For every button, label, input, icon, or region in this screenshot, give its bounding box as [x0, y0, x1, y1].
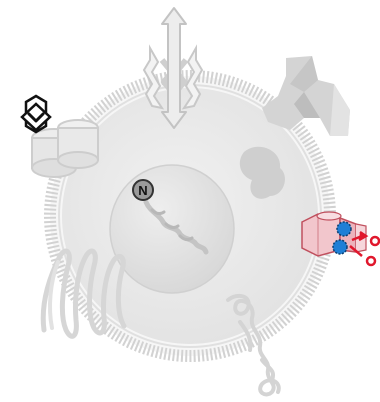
ion-particles	[367, 237, 379, 265]
n-terminus-label: N	[133, 180, 153, 200]
n-label-text: N	[138, 183, 147, 198]
top-right-protein	[262, 56, 350, 136]
chevron-down-icon	[22, 96, 50, 132]
